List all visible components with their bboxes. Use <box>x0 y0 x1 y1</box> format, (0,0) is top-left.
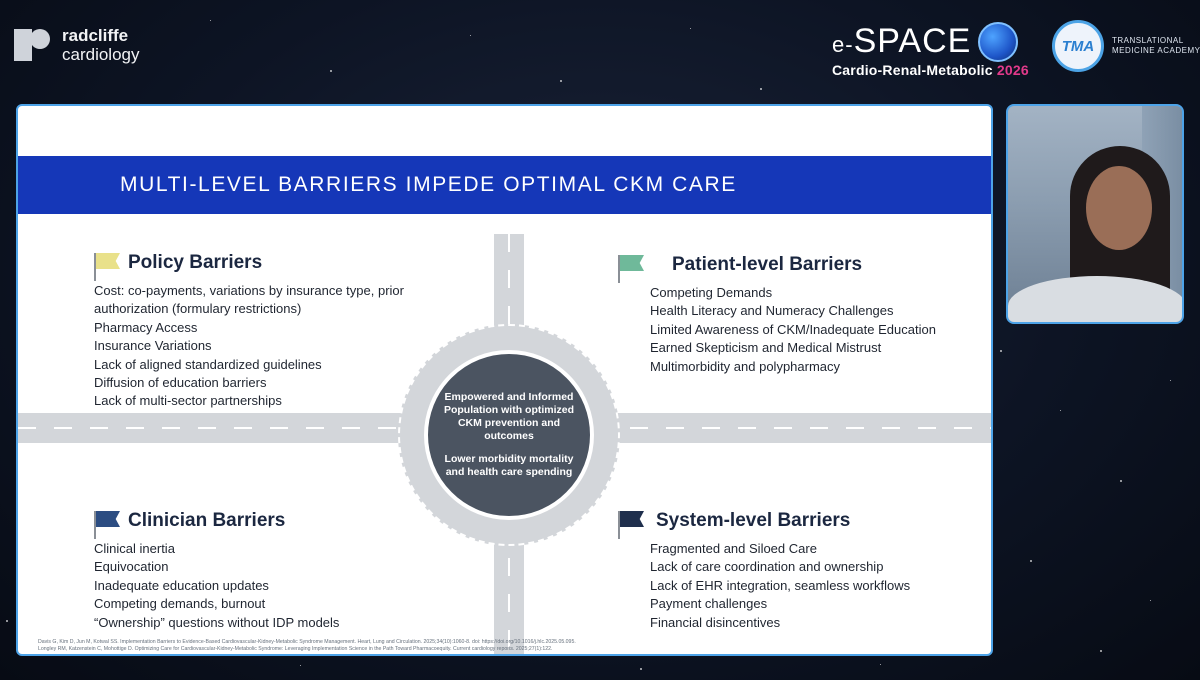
list-item: Financial disincentives <box>650 614 781 630</box>
flag-icon <box>618 255 644 283</box>
list-item: Lack of aligned standardized guidelines <box>94 356 322 372</box>
list-item: Inadequate education updates <box>94 577 269 593</box>
section-title: Clinician Barriers <box>128 510 286 531</box>
list-item: Cost: co-payments, variations by insuran… <box>94 283 404 317</box>
flag-icon <box>94 511 120 539</box>
section-title: System-level Barriers <box>656 510 851 531</box>
brand-line2: cardiology <box>62 45 140 64</box>
center-outcome-text: Lower morbidity mortality and health car… <box>444 453 574 478</box>
brand-line1: radcliffe <box>62 26 129 45</box>
list-item: Multimorbidity and polypharmacy <box>650 358 841 374</box>
event-subtitle: Cardio-Renal-Metabolic <box>832 62 993 78</box>
list-item: Pharmacy Access <box>94 319 198 335</box>
section-title: Policy Barriers <box>128 252 263 273</box>
slide-title-banner: MULTI-LEVEL BARRIERS IMPEDE OPTIMAL CKM … <box>18 156 991 214</box>
patient-barriers-section: Patient-level Barriers Competing Demands… <box>618 254 958 376</box>
list-item: Fragmented and Siloed Care <box>650 541 817 556</box>
speaker-face <box>1086 166 1152 250</box>
radcliffe-mark-icon <box>14 27 54 63</box>
list-item: Competing Demands <box>650 285 773 300</box>
list-item: Payment challenges <box>650 596 768 612</box>
flag-icon <box>94 253 120 281</box>
event-year: 2026 <box>996 62 1029 78</box>
list-item: Lack of multi-sector partnerships <box>94 393 282 409</box>
event-logo: e-SPACE Cardio-Renal-Metabolic 2026 <box>832 24 1029 78</box>
list-item: Diffusion of education barriers <box>94 375 267 391</box>
reference-item: Longley RM, Katzenstein C, Mohottige D. … <box>38 646 553 652</box>
reference-item: Davis G, Kim D, Jun M, Kotwal SS. Implem… <box>38 639 576 645</box>
list-item: Insurance Variations <box>94 338 212 354</box>
list-item: Competing demands, burnout <box>94 596 266 612</box>
references: Davis G, Kim D, Jun M, Kotwal SS. Implem… <box>38 639 678 653</box>
list-item: Equivocation <box>94 559 169 575</box>
radcliffe-logo: radcliffe cardiology <box>14 26 140 64</box>
list-item: Lack of care coordination and ownership <box>650 559 884 575</box>
list-item: Health Literacy and Numeracy Challenges <box>650 303 894 319</box>
center-goal-circle: Empowered and Informed Population with o… <box>424 350 594 520</box>
center-goal-text: Empowered and Informed Population with o… <box>443 391 575 442</box>
list-item: Earned Skepticism and Medical Mistrust <box>650 340 882 356</box>
tma-logo-group: TMA TRANSLATIONAL MEDICINE ACADEMY <box>1052 20 1200 72</box>
slide-title: MULTI-LEVEL BARRIERS IMPEDE OPTIMAL CKM … <box>120 173 737 196</box>
heart-globe-icon <box>978 22 1018 62</box>
policy-barriers-section: Policy Barriers Cost: co-payments, varia… <box>94 252 414 411</box>
event-prefix: e- <box>832 32 854 57</box>
event-name: SPACE <box>853 22 972 60</box>
system-barriers-section: System-level Barriers Fragmented and Sil… <box>618 510 958 632</box>
list-item: Lack of EHR integration, seamless workfl… <box>650 577 911 593</box>
clinician-barriers-section: Clinician Barriers Clinical inertia Equi… <box>94 510 414 632</box>
list-item: Clinical inertia <box>94 541 175 556</box>
section-title: Patient-level Barriers <box>672 254 863 275</box>
presentation-slide: MULTI-LEVEL BARRIERS IMPEDE OPTIMAL CKM … <box>16 104 993 656</box>
speaker-webcam <box>1006 104 1184 324</box>
list-item: “Ownership” questions without IDP models <box>94 614 340 630</box>
tma-text: TRANSLATIONAL MEDICINE ACADEMY <box>1112 36 1200 55</box>
flag-icon <box>618 511 644 539</box>
list-item: Limited Awareness of CKM/Inadequate Educ… <box>650 321 936 337</box>
tma-logo: TMA <box>1052 20 1104 72</box>
